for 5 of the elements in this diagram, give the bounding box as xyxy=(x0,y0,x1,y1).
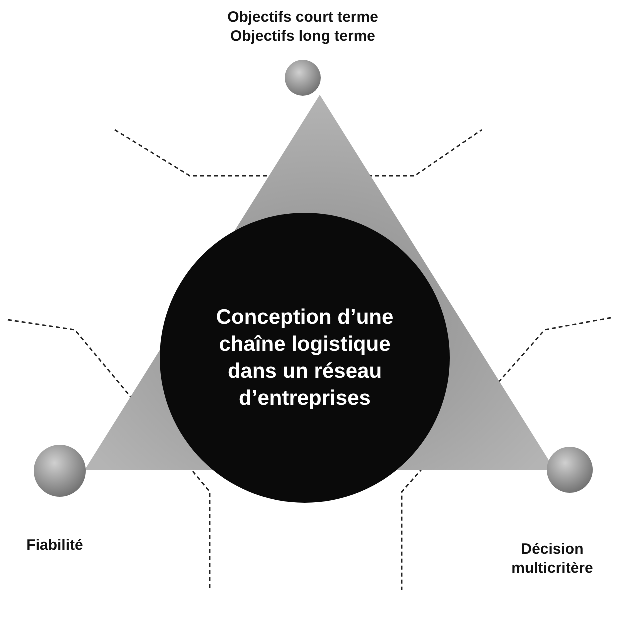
corner-label: Décision multicritère xyxy=(510,540,594,578)
corner-label: Objectifs long terme xyxy=(229,27,377,46)
corner-label: Fiabilité xyxy=(26,536,84,555)
central-circle: Conception d’une chaîne logistique dans un réseau d’entreprises xyxy=(160,213,450,503)
corner-label: Objectifs court terme xyxy=(226,8,380,27)
